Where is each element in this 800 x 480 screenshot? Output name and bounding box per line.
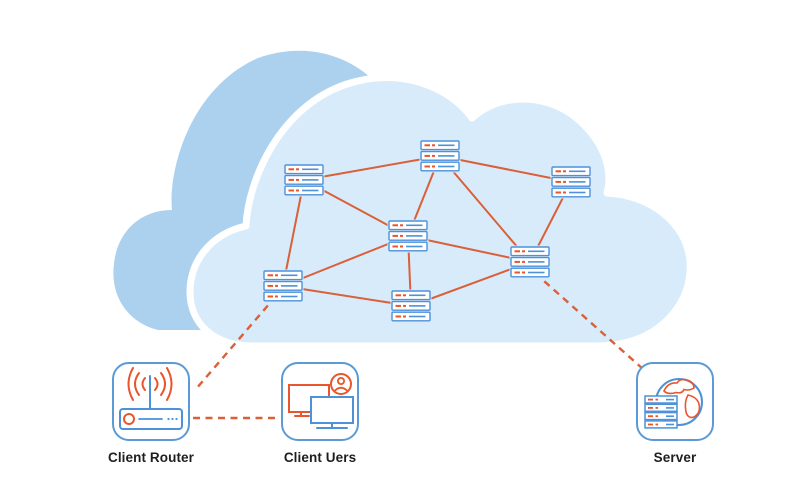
edge-node-c-node-d — [282, 235, 409, 287]
server-globe-icon — [644, 378, 703, 429]
dashed-links-layer — [193, 272, 644, 420]
cloud-node-b-server-stack-icon — [419, 139, 461, 173]
client-users-label: Client Uers — [283, 450, 357, 465]
cloud-node-f-server-stack-icon — [550, 165, 592, 199]
server-label: Server — [653, 450, 697, 465]
client-users-box — [281, 362, 359, 441]
edge-node-a-node-b — [303, 155, 441, 181]
cloud-node-a-server-stack-icon — [283, 163, 325, 197]
edge-node-b-node-f — [439, 155, 572, 183]
link-node-d-to-client-router — [195, 295, 277, 390]
edge-node-a-node-d — [282, 179, 305, 287]
edge-node-b-node-g — [439, 155, 531, 263]
cloud-node-e-server-stack-icon — [390, 289, 432, 323]
server-box — [636, 362, 714, 441]
cloud-node-d-server-stack-icon — [262, 269, 304, 303]
cloud-node-g-server-stack-icon — [509, 245, 551, 279]
client-router-label: Client Router — [107, 450, 195, 465]
dual-monitor-user-icon — [288, 373, 354, 429]
wifi-router-icon — [119, 367, 183, 430]
mesh-nodes-layer — [262, 139, 592, 323]
cloud-node-c-server-stack-icon — [387, 219, 429, 253]
client-router-box — [112, 362, 190, 441]
edge-node-d-node-e — [282, 285, 412, 307]
cloud-front-shape — [186, 74, 694, 350]
